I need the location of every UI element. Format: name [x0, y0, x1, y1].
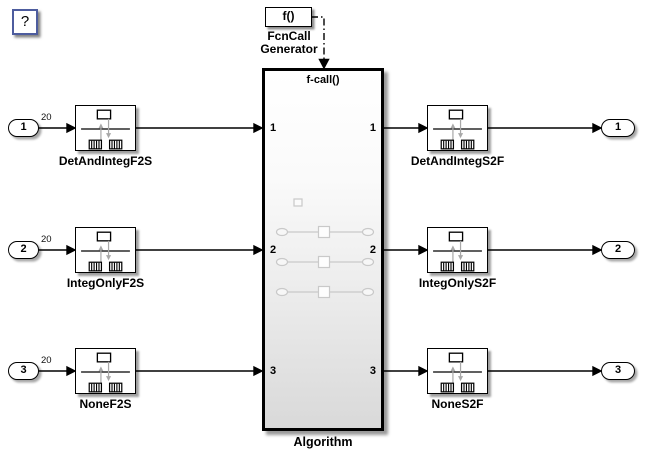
arrowhead: [66, 365, 77, 377]
fcncall-generator-block[interactable]: f(): [265, 7, 312, 27]
data-transfer-icon: [433, 109, 482, 150]
data-transfer-icon: [433, 352, 482, 393]
signal-wire-algorithm-to-block-3[interactable]: [384, 365, 429, 377]
block-label: IntegOnlyS2F: [418, 276, 497, 290]
integ-only-s2f-block[interactable]: [427, 227, 488, 273]
integ-only-f2s-block[interactable]: [75, 227, 136, 273]
arrowhead: [418, 365, 429, 377]
algorithm-outport-label-3: 3: [369, 365, 376, 377]
none-f2s-block[interactable]: [75, 348, 136, 394]
signal-wire-block-to-outport2[interactable]: [488, 244, 603, 256]
outport-2[interactable]: 2: [601, 241, 635, 259]
arrowhead: [418, 122, 429, 134]
algorithm-inport-label-2: 2: [270, 244, 277, 256]
arrowhead: [66, 244, 77, 256]
subsystem-content-preview: [275, 198, 375, 299]
signal-wire-block-to-outport3[interactable]: [488, 365, 603, 377]
signal-wire-block-to-algorithm-1[interactable]: [136, 122, 264, 134]
fcncall-generator-label: FcnCall Generator: [254, 30, 324, 55]
data-transfer-icon: [81, 352, 130, 393]
none-s2f-block[interactable]: [427, 348, 488, 394]
inport-2[interactable]: 2: [8, 241, 39, 259]
fcncall-generator-label-line2: Generator: [260, 41, 318, 56]
signal-width-label-1: 20: [41, 112, 52, 123]
algorithm-subsystem[interactable]: f-call() 1 2 3 1 2 3: [262, 68, 384, 431]
block-label: NoneS2F: [431, 397, 484, 411]
arrowhead: [253, 365, 264, 377]
arrowhead: [253, 122, 264, 134]
signal-wire-block-to-outport1[interactable]: [488, 122, 603, 134]
algorithm-inport-label-3: 3: [270, 365, 277, 377]
det-and-integ-f2s-block[interactable]: [75, 105, 136, 151]
algorithm-inport-label-1: 1: [270, 122, 277, 134]
inport-1[interactable]: 1: [8, 119, 39, 137]
algorithm-outport-label-1: 1: [369, 122, 376, 134]
signal-width-label-3: 20: [41, 355, 52, 366]
data-transfer-icon: [81, 231, 130, 272]
inport-3[interactable]: 3: [8, 362, 39, 380]
signal-width-label-2: 20: [41, 234, 52, 245]
block-label: NoneF2S: [79, 397, 132, 411]
signal-wire-inport3-to-block[interactable]: [39, 365, 77, 377]
signal-wire-inport1-to-block[interactable]: [39, 122, 77, 134]
arrowhead: [592, 244, 603, 256]
data-transfer-icon: [81, 109, 130, 150]
arrowhead: [318, 58, 330, 70]
arrowhead: [418, 244, 429, 256]
algorithm-label: Algorithm: [293, 435, 353, 449]
signal-wire-block-to-algorithm-3[interactable]: [136, 365, 264, 377]
arrowhead: [592, 122, 603, 134]
algorithm-outport-label-2: 2: [369, 244, 376, 256]
signal-wire-block-to-algorithm-2[interactable]: [136, 244, 264, 256]
signal-wire-inport2-to-block[interactable]: [39, 244, 77, 256]
det-and-integ-s2f-block[interactable]: [427, 105, 488, 151]
help-badge[interactable]: ?: [12, 9, 38, 35]
arrowhead: [66, 122, 77, 134]
function-call-port-label: f-call(): [306, 74, 340, 86]
arrowhead: [253, 244, 264, 256]
function-call-wire[interactable]: [311, 16, 330, 70]
signal-wire-algorithm-to-block-2[interactable]: [384, 244, 429, 256]
signal-wire-algorithm-to-block-1[interactable]: [384, 122, 429, 134]
data-transfer-icon: [433, 231, 482, 272]
arrowhead: [592, 365, 603, 377]
block-label: DetAndIntegF2S: [58, 154, 153, 168]
outport-3[interactable]: 3: [601, 362, 635, 380]
fcncall-generator-label-line1: FcnCall: [267, 29, 311, 43]
block-label: IntegOnlyF2S: [66, 276, 145, 290]
block-label: DetAndIntegS2F: [410, 154, 505, 168]
outport-1[interactable]: 1: [601, 119, 635, 137]
